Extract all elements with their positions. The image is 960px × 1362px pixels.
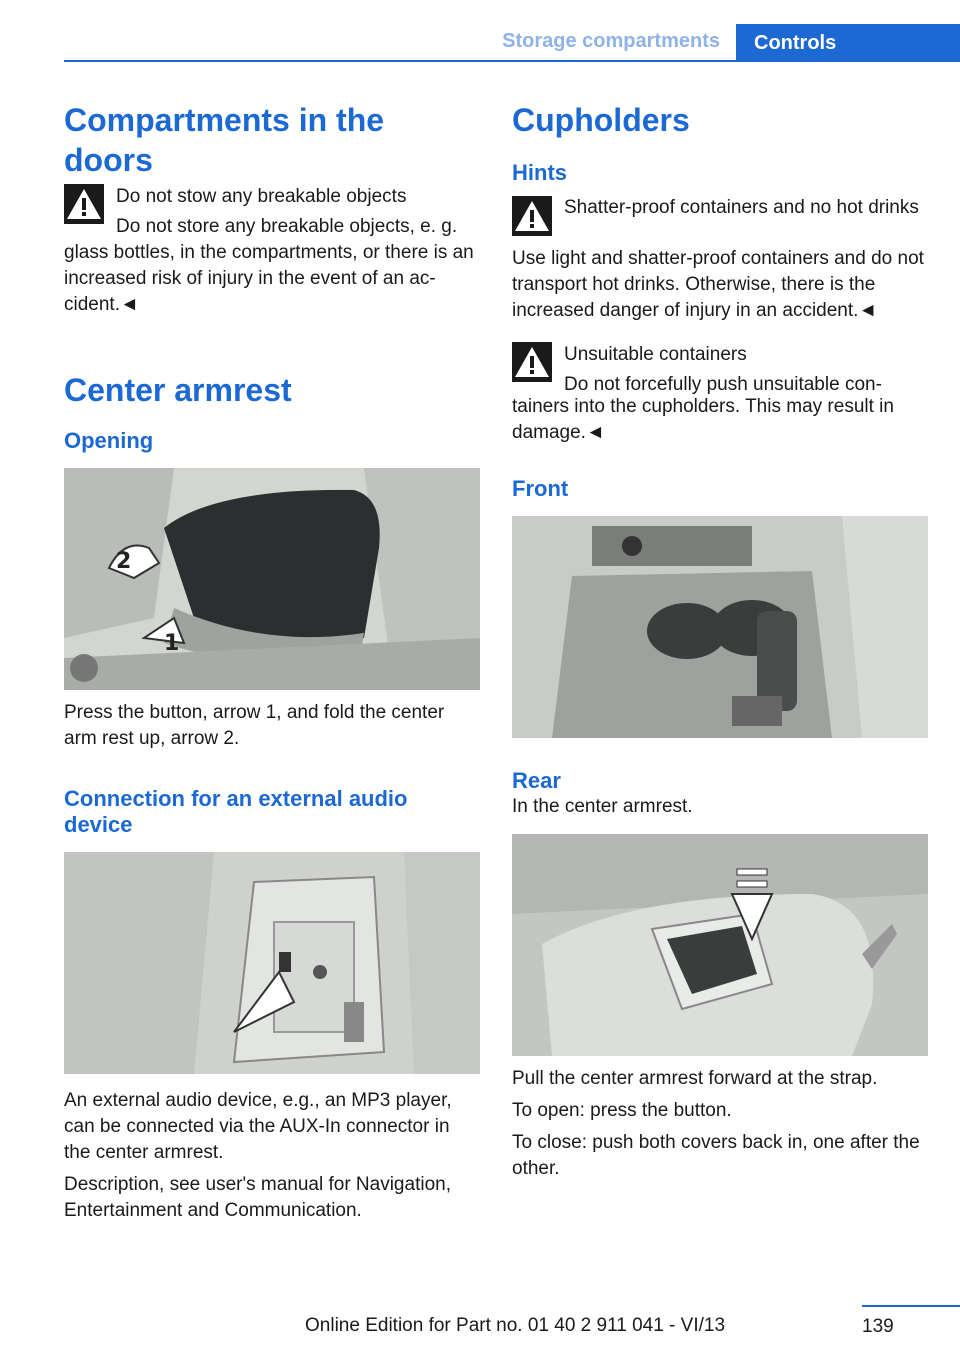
- svg-text:2: 2: [116, 549, 131, 574]
- page-header: Storage compartments Controls: [0, 0, 960, 62]
- rear-heading: Rear: [512, 768, 561, 793]
- right-column: Cupholders Hints Shatter-proof container…: [512, 100, 928, 1182]
- page-number: 139: [862, 1316, 894, 1337]
- rear-step-3: To close: push both covers back in, one …: [512, 1132, 920, 1179]
- hints-heading: Hints: [512, 160, 567, 185]
- warning-icon: [512, 196, 552, 236]
- warning-hot-drinks-text: Use light and shatter-proof containers a…: [512, 248, 924, 321]
- front-heading: Front: [512, 476, 569, 501]
- warning-text: Do not forcefully push unsuitable con-: [564, 374, 882, 395]
- doors-warning: Do not stow any breakable objects Do not…: [64, 184, 480, 240]
- header-section-label: Storage compartments: [502, 30, 720, 52]
- warning-title: Unsuitable containers: [564, 344, 747, 365]
- footer-rule: [862, 1305, 960, 1307]
- warning-unsuitable: Unsuitable containers Do not forcefully …: [512, 342, 928, 398]
- armrest-heading: Center armrest: [64, 372, 292, 408]
- rear-step-1: Pull the center armrest forward at the s…: [512, 1068, 878, 1089]
- footer-edition: Online Edition for Part no. 01 40 2 911 …: [305, 1315, 726, 1336]
- armrest-opening-image: 2 1: [64, 468, 480, 690]
- warning-text-cont: tainers into the cupholders. This may re…: [512, 396, 894, 443]
- aux-connector-image: [64, 852, 480, 1074]
- doors-heading: Compartments in the doors: [64, 102, 385, 178]
- opening-text: Press the button, arrow 1, and fold the …: [64, 702, 445, 749]
- opening-heading: Opening: [64, 428, 154, 453]
- warning-title: Do not stow any breakable objects: [116, 186, 407, 207]
- rear-cupholder-image: [512, 834, 928, 1056]
- svg-text:1: 1: [164, 631, 179, 656]
- warning-icon: [64, 184, 104, 224]
- warning-text: Do not store any breakable objects, e. g…: [116, 216, 458, 237]
- aux-description: Description, see user's manual for Navig…: [64, 1174, 451, 1221]
- header-chapter-tab: Controls: [736, 24, 960, 62]
- warning-title: Shatter-proof containers and no hot drin…: [564, 197, 919, 218]
- rear-text: In the center armrest.: [512, 796, 693, 817]
- cupholders-heading: Cupholders: [512, 102, 690, 138]
- header-rule: [64, 60, 960, 62]
- aux-heading: Connection for an external audio device: [64, 786, 408, 837]
- aux-text: An external audio device, e.g., an MP3 p…: [64, 1090, 452, 1163]
- warning-text-cont: glass bottles, in the compartments, or t…: [64, 242, 474, 315]
- warning-hot-drinks: Shatter-proof containers and no hot drin…: [512, 196, 928, 236]
- left-column: Compartments in the doors Do not stow an…: [64, 100, 480, 1224]
- rear-step-2: To open: press the button.: [512, 1100, 732, 1121]
- warning-icon: [512, 342, 552, 382]
- front-cupholder-image: [512, 516, 928, 738]
